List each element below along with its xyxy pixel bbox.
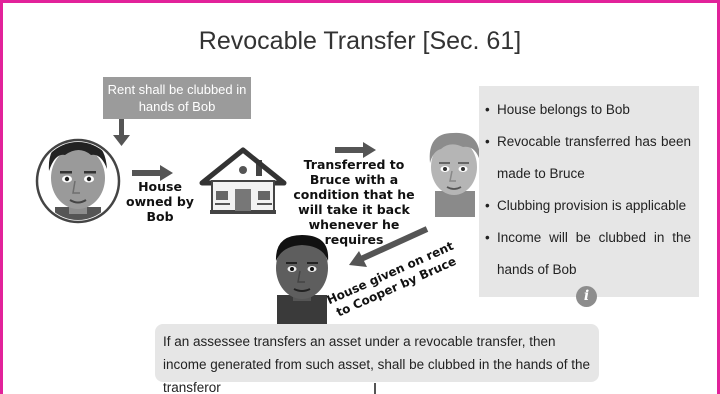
connector-line — [374, 383, 376, 394]
callout-down-arrow — [113, 119, 130, 146]
bob-to-house-arrow — [132, 165, 173, 181]
house-to-bruce-arrow — [335, 142, 376, 158]
callout-text: Rent shall be clubbed in hands of Bob — [107, 82, 247, 114]
cooper-face-icon — [275, 235, 329, 325]
info-icon[interactable]: i — [576, 286, 597, 307]
clubbing-callout: Rent shall be clubbed in hands of Bob — [103, 77, 251, 119]
transferred-label: Transferred to Bruce with a condition th… — [293, 157, 415, 247]
info-point: Clubbing provision is applicable — [485, 190, 691, 222]
info-point: House belongs to Bob — [485, 94, 691, 126]
info-point: Revocable transferred has been made to B… — [485, 126, 691, 190]
bruce-face-icon — [429, 132, 481, 217]
house-owned-label: House owned by Bob — [126, 179, 194, 224]
rent-label-group: House given on rent to Cooper by Bruce — [325, 239, 459, 320]
info-panel: House belongs to Bob Revocable transferr… — [479, 86, 699, 297]
bob-face-icon — [35, 138, 121, 224]
diagram-art: House given on rent to Cooper by Bruce — [35, 119, 481, 325]
bruce-to-cooper-arrow — [349, 226, 429, 267]
info-point: Income will be clubbed in the hands of B… — [485, 222, 691, 286]
slide-title: Revocable Transfer [Sec. 61] — [198, 27, 522, 55]
house-icon — [199, 147, 287, 214]
summary-note: If an assessee transfers an asset under … — [155, 324, 599, 394]
